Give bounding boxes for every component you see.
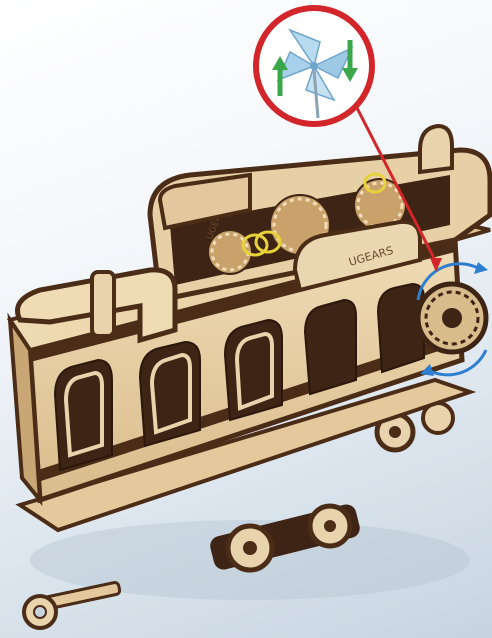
rotation-arrowhead-top [474,262,488,274]
tow-hook [24,582,120,628]
pinwheel-callout [256,8,372,124]
top-knob [420,126,452,172]
drive-gear [418,284,486,352]
